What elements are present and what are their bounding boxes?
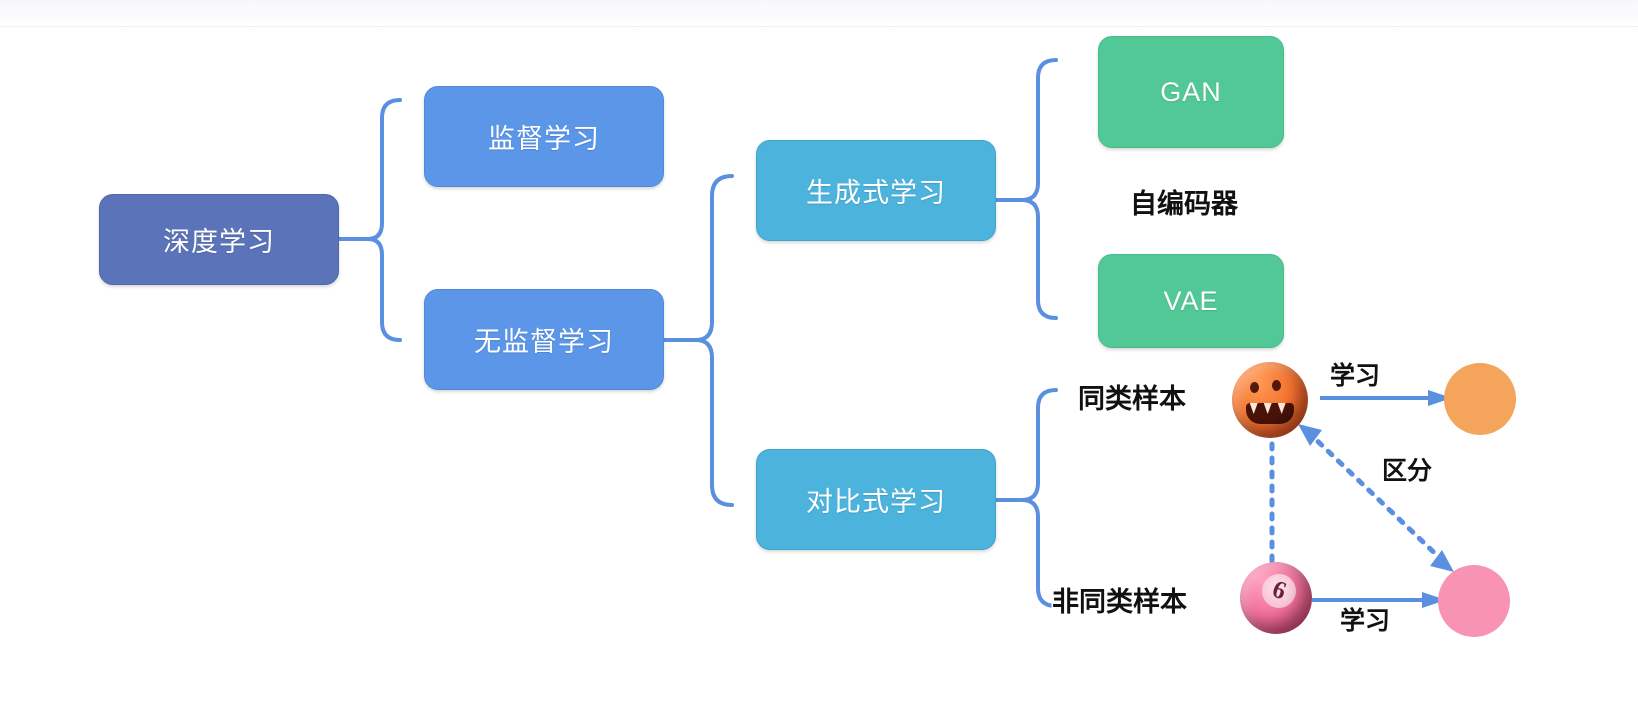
node-vae-label: VAE [1163,285,1219,316]
node-vae[interactable]: VAE [1098,254,1284,348]
label-positive-samples: 同类样本 [1077,383,1188,416]
brace-generative-lower [1020,198,1058,320]
brace-level1-level2-lower [694,338,734,507]
orange-circle-icon [1444,363,1516,435]
pink-circle-icon [1438,565,1510,637]
node-supervised-label: 监督学习 [488,124,600,154]
arrow-distinguish [1298,424,1454,572]
node-unsupervised-learning[interactable]: 无监督学习 [424,289,664,390]
edge-label-distinguish: 区分 [1380,456,1433,487]
label-negative-samples: 非同类样本 [1051,586,1189,619]
edge-label-learn-negative: 学习 [1338,606,1391,637]
brace-contrastive-upper [995,388,1058,502]
brace-root-level1-lower [366,237,402,342]
billiard-ball-icon: 6 [1240,562,1312,634]
brace-root-level1-upper [336,98,402,241]
pumpkin-ball-icon [1232,362,1308,438]
node-gan-label: GAN [1160,76,1222,107]
node-unsupervised-label: 无监督学习 [474,327,614,357]
node-generative-learning[interactable]: 生成式学习 [756,140,996,241]
edge-label-learn-positive: 学习 [1328,361,1381,392]
node-contrastive-learning[interactable]: 对比式学习 [756,449,996,550]
node-generative-label: 生成式学习 [806,178,946,208]
node-root-label: 深度学习 [163,227,275,257]
label-autoencoder: 自编码器 [1129,188,1240,221]
node-gan[interactable]: GAN [1098,36,1284,148]
brace-generative-upper [995,58,1058,202]
brace-level1-level2-upper [663,174,734,342]
node-contrastive-label: 对比式学习 [806,487,946,517]
top-toolbar-strip [0,0,1638,27]
arrow-learn-positive [1320,390,1452,406]
brace-contrastive-lower [1020,498,1058,608]
node-root-deep-learning[interactable]: 深度学习 [99,194,339,285]
node-supervised-learning[interactable]: 监督学习 [424,86,664,187]
